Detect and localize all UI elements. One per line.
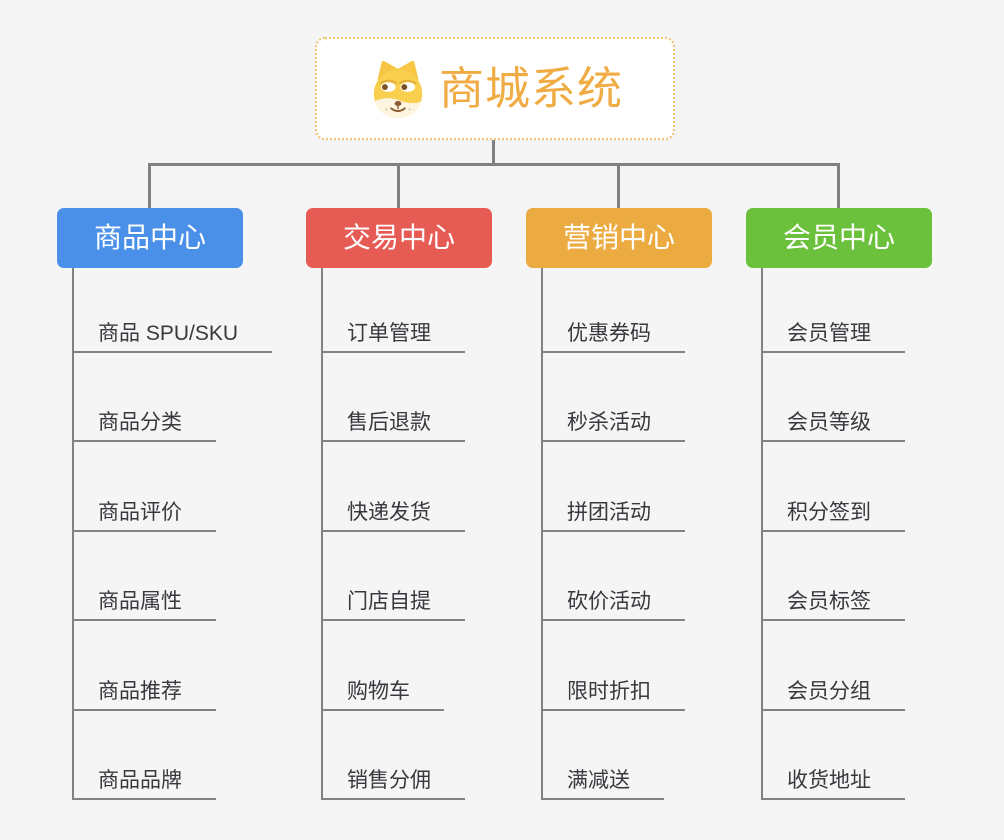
branch-label: 会员中心 [782, 222, 895, 253]
leaf-label: 商品评价 [98, 500, 182, 524]
branch-spine [761, 268, 763, 800]
leaf-item[interactable]: 积分签到 [761, 493, 905, 532]
leaf-label: 优惠券码 [567, 321, 651, 345]
leaf-label: 销售分佣 [347, 768, 431, 792]
branch-spine [72, 268, 74, 800]
leaf-label: 拼团活动 [567, 500, 651, 524]
leaf-item[interactable]: 销售分佣 [321, 761, 465, 800]
branch-header[interactable]: 营销中心 [526, 208, 712, 268]
leaf-label: 砍价活动 [567, 589, 651, 613]
branch-header[interactable]: 商品中心 [57, 208, 243, 268]
leaf-item[interactable]: 会员管理 [761, 314, 905, 353]
leaf-item[interactable]: 满减送 [541, 761, 664, 800]
connector-rail [148, 163, 840, 166]
leaf-label: 积分签到 [787, 500, 871, 524]
connector-stem [492, 140, 495, 165]
leaf-label: 订单管理 [347, 321, 431, 345]
leaf-item[interactable]: 限时折扣 [541, 672, 685, 711]
leaf-label: 购物车 [347, 679, 410, 703]
branch-label: 商品中心 [93, 222, 206, 253]
leaf-label: 会员管理 [787, 321, 871, 345]
leaf-label: 快递发货 [347, 500, 431, 524]
leaf-item[interactable]: 购物车 [321, 672, 444, 711]
leaf-item[interactable]: 商品属性 [72, 582, 216, 621]
connector-drop [148, 163, 151, 208]
leaf-label: 商品品牌 [98, 768, 182, 792]
branch-header[interactable]: 交易中心 [306, 208, 492, 268]
leaf-item[interactable]: 售后退款 [321, 403, 465, 442]
leaf-item[interactable]: 会员等级 [761, 403, 905, 442]
branch-label: 营销中心 [562, 222, 675, 253]
leaf-item[interactable]: 收货地址 [761, 761, 905, 800]
leaf-label: 满减送 [567, 768, 630, 792]
branch-label: 交易中心 [342, 222, 455, 253]
leaf-item[interactable]: 会员标签 [761, 582, 905, 621]
leaf-item[interactable]: 商品推荐 [72, 672, 216, 711]
leaf-label: 会员标签 [787, 589, 871, 613]
leaf-item[interactable]: 优惠券码 [541, 314, 685, 353]
connector-drop [617, 163, 620, 208]
leaf-label: 售后退款 [347, 410, 431, 434]
leaf-label: 秒杀活动 [567, 410, 651, 434]
leaf-label: 会员分组 [787, 679, 871, 703]
leaf-label: 商品分类 [98, 410, 182, 434]
leaf-item[interactable]: 商品评价 [72, 493, 216, 532]
leaf-label: 商品属性 [98, 589, 182, 613]
leaf-item[interactable]: 砍价活动 [541, 582, 685, 621]
leaf-item[interactable]: 拼团活动 [541, 493, 685, 532]
leaf-label: 收货地址 [787, 768, 871, 792]
doge-icon [373, 60, 423, 118]
leaf-label: 门店自提 [347, 589, 431, 613]
leaf-item[interactable]: 会员分组 [761, 672, 905, 711]
leaf-item[interactable]: 商品分类 [72, 403, 216, 442]
leaf-item[interactable]: 商品 SPU/SKU [72, 314, 273, 353]
root-node[interactable]: 商城系统 [315, 37, 675, 140]
branch-header[interactable]: 会员中心 [746, 208, 932, 268]
leaf-item[interactable]: 订单管理 [321, 314, 465, 353]
leaf-label: 商品 SPU/SKU [98, 321, 239, 345]
leaf-label: 商品推荐 [98, 679, 182, 703]
leaf-item[interactable]: 门店自提 [321, 582, 465, 621]
leaf-label: 限时折扣 [567, 679, 651, 703]
branch-spine [541, 268, 543, 800]
connector-drop [837, 163, 840, 208]
branch-spine [321, 268, 323, 800]
connector-drop [397, 163, 400, 208]
leaf-label: 会员等级 [787, 410, 871, 434]
root-title: 商城系统 [438, 63, 623, 114]
leaf-item[interactable]: 秒杀活动 [541, 403, 685, 442]
leaf-item[interactable]: 商品品牌 [72, 761, 216, 800]
leaf-item[interactable]: 快递发货 [321, 493, 465, 532]
